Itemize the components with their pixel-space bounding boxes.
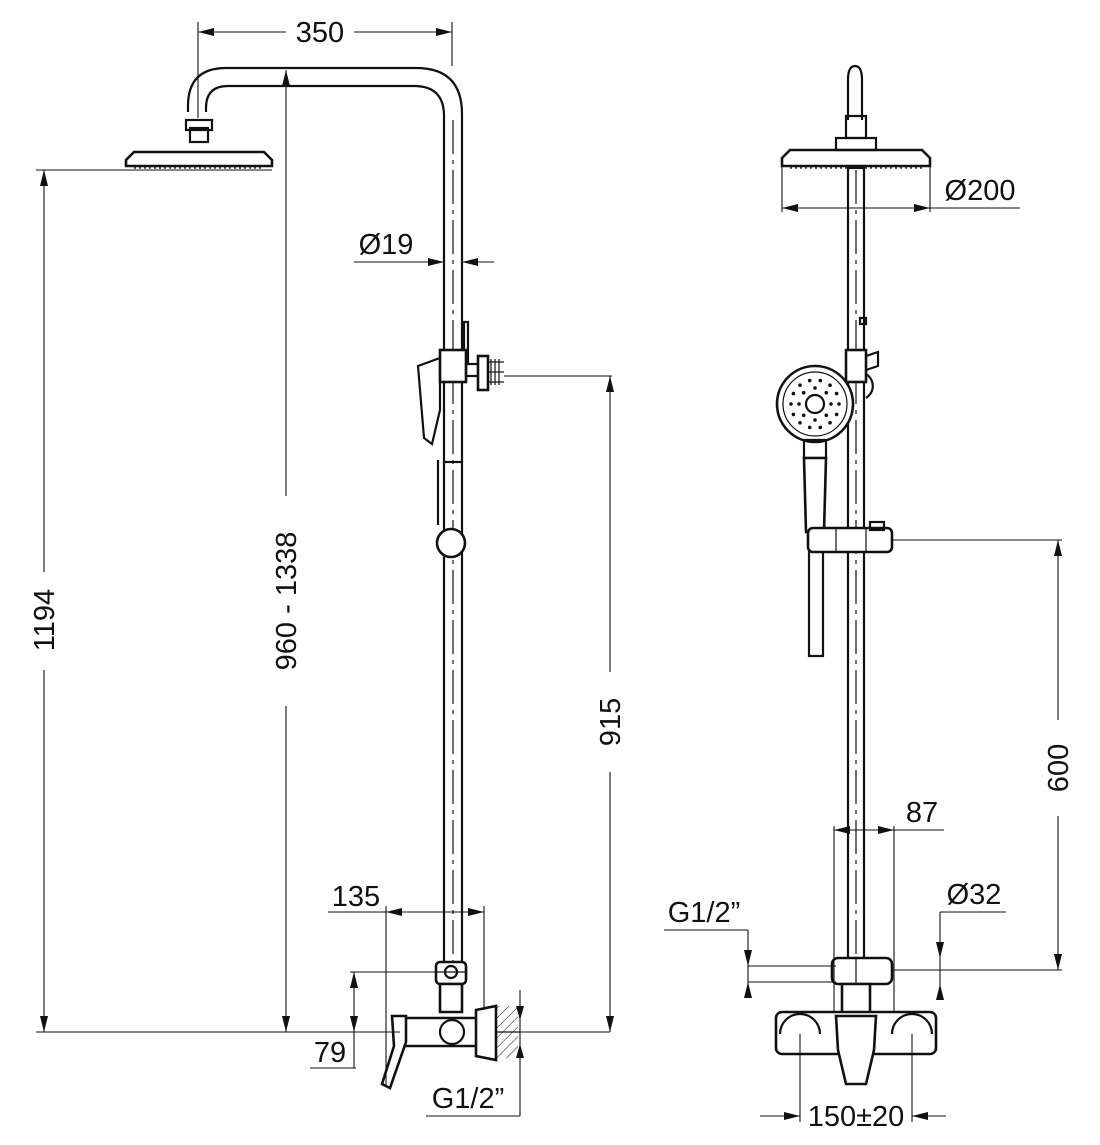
nozzle-dot	[824, 390, 829, 395]
dim-head-dia: Ø200	[781, 166, 1020, 212]
nozzle-dot	[828, 421, 832, 425]
dim-label-total-height: 1194	[29, 589, 61, 651]
dim-label-slider-height: 600	[1043, 744, 1075, 792]
dim-inlet-thread-front: G1/2”	[664, 897, 836, 998]
nozzle-dot	[824, 413, 829, 418]
nozzle-dot	[818, 425, 823, 430]
wall-hatch	[496, 1006, 518, 1058]
side-view: 350 Ø19 1194 960 - 1338	[29, 17, 627, 1117]
dim-label-head-dia: Ø200	[945, 175, 1016, 207]
dim-holder-height: 915	[504, 375, 627, 1032]
nozzle-dot	[834, 412, 839, 417]
dim-label-centers: 150±20	[808, 1101, 905, 1133]
nozzle-dot	[791, 412, 796, 417]
dim-label-holder-height: 915	[595, 698, 627, 746]
dim-total-height: 1194	[29, 169, 400, 1033]
rain-shower-head-front	[780, 136, 932, 169]
nozzle-dot	[798, 421, 802, 425]
dim-width-350: 350	[197, 17, 453, 118]
dim-body-dia: Ø32	[936, 879, 1006, 1000]
nozzle-dot	[807, 378, 812, 383]
nozzle-dot	[797, 402, 801, 406]
hand-shower-holder-side	[416, 320, 504, 446]
nozzle-dot	[818, 378, 823, 383]
dim-adjustable-height: 960 - 1338	[271, 70, 303, 1032]
nozzle-dot	[837, 402, 841, 406]
dim-label-width: 350	[296, 17, 344, 49]
mixer-front	[774, 956, 938, 1086]
dim-outlet-offset: 79	[310, 971, 440, 1069]
dim-label-body-width: 87	[906, 797, 938, 829]
overhead-arm	[186, 66, 464, 462]
dim-mixer-projection: 135	[328, 881, 485, 1086]
dim-label-inlet-thread-side: G1/2”	[432, 1083, 505, 1115]
nozzle-dot	[791, 391, 796, 396]
nozzle-dot	[829, 402, 833, 406]
nozzle-dot	[801, 390, 806, 395]
dim-inlet-thread-side: G1/2”	[426, 990, 524, 1117]
dim-body-width: 87	[833, 797, 944, 1012]
dim-label-adjustable-height: 960 - 1338	[271, 532, 303, 671]
hand-shower-head	[775, 364, 855, 534]
nozzle-dot	[828, 383, 832, 388]
dim-label-body-dia: Ø32	[947, 879, 1002, 911]
nozzle-dot	[813, 386, 817, 390]
nozzle-dot	[801, 413, 806, 418]
mixer-side	[380, 960, 610, 1090]
dim-pipe-dia: Ø19	[354, 229, 494, 266]
dim-slider-height: 600	[892, 539, 1075, 971]
rain-shower-head-side	[124, 118, 274, 169]
shower-hose	[807, 548, 825, 658]
nozzle-dot	[789, 402, 793, 406]
nozzle-dot	[807, 425, 812, 430]
dim-label-inlet-thread-front: G1/2”	[668, 897, 741, 929]
slider-knob-side	[435, 527, 467, 559]
front-view: Ø200 600 87 Ø32	[664, 64, 1075, 1133]
dim-label-pipe-dia: Ø19	[359, 229, 414, 261]
dim-centers: 150±20	[760, 1034, 946, 1133]
nozzle-dot	[798, 383, 802, 388]
dim-label-mixer-projection: 135	[332, 881, 380, 913]
dim-label-outlet-offset: 79	[314, 1037, 346, 1069]
slider-front	[806, 520, 894, 554]
nozzle-dot	[813, 418, 817, 422]
nozzle-dot	[834, 391, 839, 396]
